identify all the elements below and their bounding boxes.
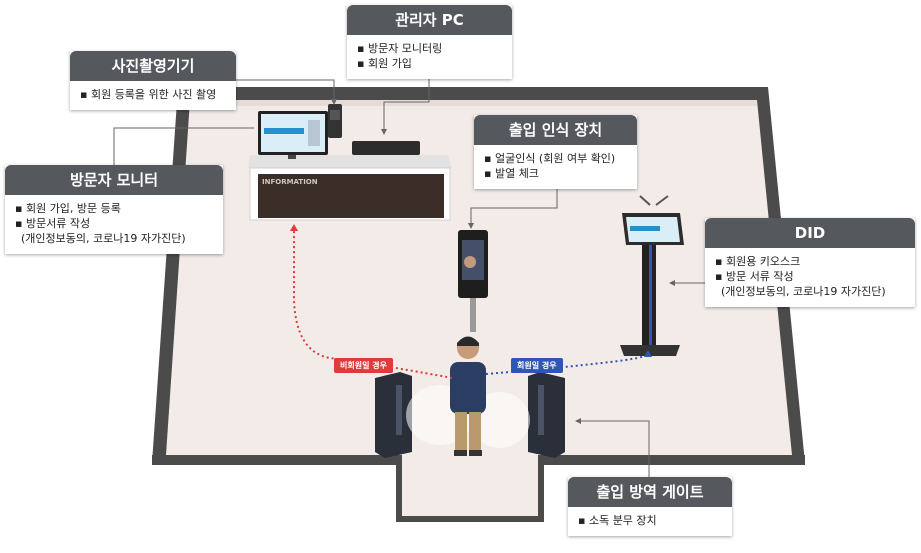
- visitor-person: [450, 336, 486, 456]
- admin-pc-title: 관리자 PC: [347, 5, 512, 35]
- entry-recognition-line-2: ▪ 발열 체크: [484, 167, 539, 180]
- did-title: DID: [705, 218, 915, 248]
- gate-line-1: ▪ 소독 분무 장치: [578, 514, 657, 527]
- camera-line-1: ▪ 회원 등록을 위한 사진 촬영: [80, 88, 217, 101]
- visitor-monitor-line-2: ▪ 방문서류 작성: [15, 217, 91, 230]
- did-callout: DID ▪ 회원용 키오스크 ▪ 방문 서류 작성 (개인정보동의, 코로나19…: [705, 218, 915, 307]
- visitor-monitor-line-3: (개인정보동의, 코로나19 자가진단): [21, 232, 186, 245]
- admin-pc-line-1: ▪ 방문자 모니터링: [357, 42, 443, 55]
- did-kiosk-device: [620, 195, 684, 356]
- entry-recognition-device: [458, 230, 488, 332]
- visitor-monitor-device: [258, 111, 328, 159]
- did-line-2: ▪ 방문 서류 작성: [715, 270, 794, 283]
- disinfection-gate-right: [528, 372, 565, 458]
- non-member-path: [293, 230, 453, 379]
- camera-title: 사진촬영기기: [70, 51, 236, 81]
- camera-callout: 사진촬영기기 ▪ 회원 등록을 위한 사진 촬영: [70, 51, 236, 110]
- admin-pc-line-2: ▪ 회원 가입: [357, 57, 412, 70]
- disinfection-gate-left: [375, 372, 412, 458]
- visitor-monitor-title: 방문자 모니터: [5, 165, 223, 195]
- admin-pc-device: [352, 141, 420, 155]
- photo-camera-device: [328, 104, 342, 138]
- did-line-1: ▪ 회원용 키오스크: [715, 255, 801, 268]
- non-member-arrow: [290, 224, 298, 231]
- admin-pc-callout: 관리자 PC ▪ 방문자 모니터링 ▪ 회원 가입: [347, 5, 512, 79]
- information-desk: INFORMATION: [248, 155, 452, 221]
- entry-recognition-line-1: ▪ 얼굴인식 (회원 여부 확인): [484, 152, 616, 165]
- member-arrow: [644, 350, 652, 357]
- visitor-monitor-callout: 방문자 모니터 ▪ 회원 가입, 방문 등록 ▪ 방문서류 작성 (개인정보동의…: [5, 165, 223, 254]
- member-tag: 회원일 경우: [511, 358, 563, 373]
- entry-recognition-callout: 출입 인식 장치 ▪ 얼굴인식 (회원 여부 확인) ▪ 발열 체크: [474, 115, 637, 189]
- visitor-monitor-line-1: ▪ 회원 가입, 방문 등록: [15, 202, 121, 215]
- did-line-3: (개인정보동의, 코로나19 자가진단): [721, 285, 886, 298]
- gate-callout: 출입 방역 게이트 ▪ 소독 분무 장치: [568, 477, 732, 536]
- desk-label: INFORMATION: [262, 178, 318, 186]
- entry-recognition-title: 출입 인식 장치: [474, 115, 637, 145]
- gate-title: 출입 방역 게이트: [568, 477, 732, 507]
- non-member-tag: 비회원일 경우: [334, 358, 393, 373]
